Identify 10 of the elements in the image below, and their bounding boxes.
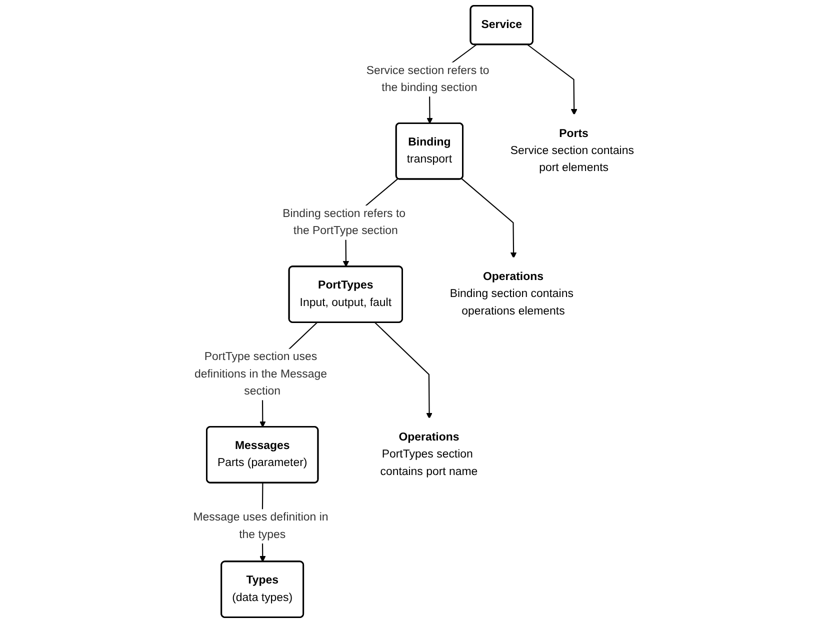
node-text: Operations Binding section contains operations elements: [450, 270, 574, 318]
arrow: [526, 44, 577, 116]
node-text: Ports Service section contains port elements: [510, 127, 634, 174]
edge-label: Binding section refers to the PortType section: [282, 208, 406, 238]
node-text: Operations PortTypes section contains port name: [380, 431, 478, 478]
edge-label: Message uses definition in the types: [192, 511, 328, 541]
arrow: [460, 178, 516, 258]
edge-label: PortType section uses definitions in the Message section: [194, 350, 327, 398]
edge-label: Service section refers to the binding section: [366, 64, 489, 94]
arrow: [374, 322, 432, 419]
